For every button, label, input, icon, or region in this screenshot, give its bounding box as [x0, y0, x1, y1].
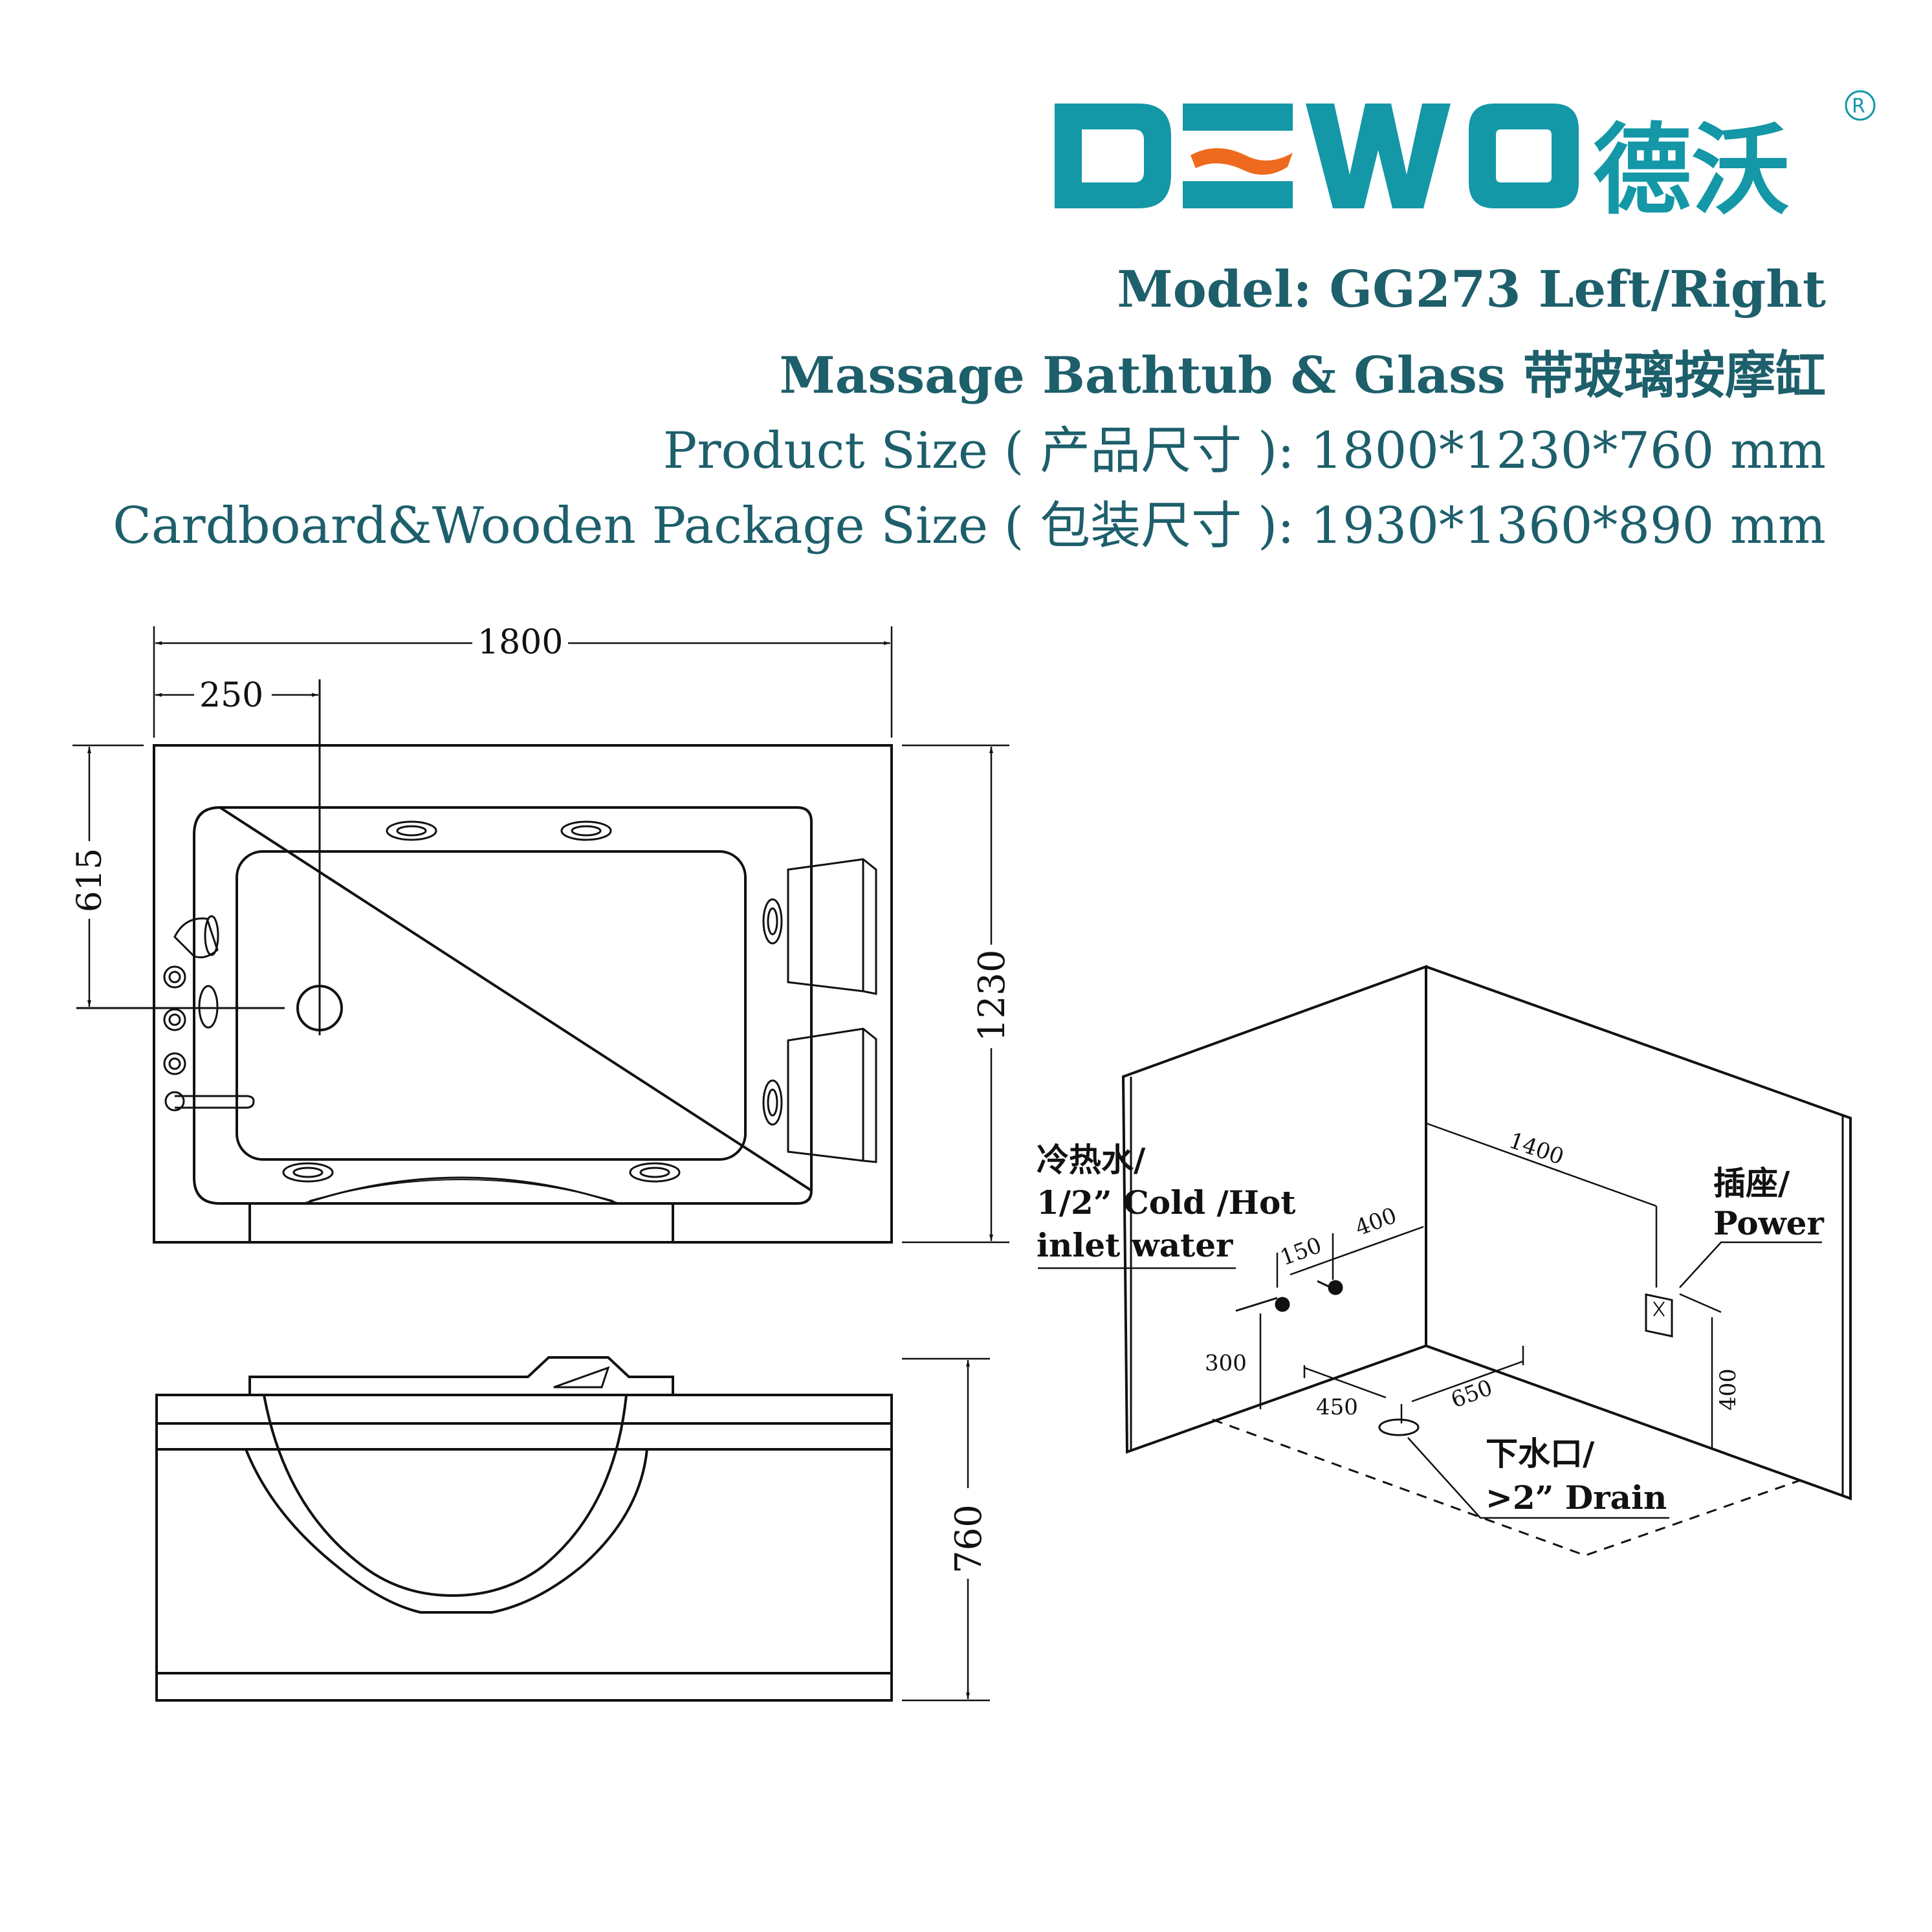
side-view-drawing [155, 1356, 990, 1702]
power-label-cn: 插座/ [1713, 1164, 1790, 1202]
tub-outer-outline [153, 744, 893, 1244]
side-cap-triangle [553, 1366, 610, 1389]
logo-letter-o [1469, 104, 1579, 208]
tub-rim [193, 806, 813, 1205]
logo-chinese-text: 德沃 [1593, 113, 1790, 228]
water-label-en: inlet water [1037, 1226, 1233, 1264]
dim-label-615: 615 [71, 848, 109, 912]
tub-front-apron [248, 1203, 674, 1242]
control-knobs [163, 965, 186, 1075]
power-label-en: Power [1713, 1204, 1824, 1242]
top-view-drawing [72, 626, 1009, 1244]
water-label-size: 1/2” Cold /Hot [1037, 1183, 1295, 1222]
drain-label-en: >2” Drain [1486, 1478, 1667, 1517]
label-650: 650 [1447, 1375, 1496, 1414]
handle-bar [175, 1095, 255, 1109]
dim-label-1230: 1230 [971, 949, 1013, 1042]
drain-leader [1407, 1437, 1669, 1519]
right-wall [1425, 965, 1852, 1500]
model-line: Model: GG273 Left/Right [1117, 260, 1826, 319]
power-leader [1679, 1241, 1822, 1288]
floor-drain [1378, 1418, 1420, 1436]
floor-outline [1212, 1418, 1801, 1557]
top-jets [386, 820, 612, 841]
drain-label-cn: 下水口/ [1486, 1434, 1595, 1473]
water-valves [1235, 1280, 1343, 1312]
label-450: 450 [1316, 1394, 1358, 1420]
label-400-top: 400 [1352, 1203, 1400, 1242]
dim-label-250: 250 [199, 676, 263, 715]
dim-label-760: 760 [948, 1504, 990, 1574]
bottom-jets [282, 1162, 681, 1183]
registered-mark: R [1852, 95, 1865, 118]
label-300: 300 [1205, 1350, 1247, 1376]
package-size-line: Cardboard&Wooden Package Size ( 包装尺寸 ): … [113, 497, 1826, 555]
side-top-cap [248, 1356, 674, 1395]
logo-letter-e [1183, 104, 1293, 208]
tub-inner-basin [236, 850, 747, 1161]
label-1400: 1400 [1506, 1128, 1567, 1170]
installation-labels: 1400 400 150 300 450 650 400 冷热水/ 1/2” C… [1037, 1128, 1824, 1517]
shower-head [173, 917, 219, 959]
product-size-line: Product Size ( 产品尺寸 ): 1800*1230*760 mm [663, 422, 1826, 480]
product-name-line: Massage Bathtub & Glass 带玻璃按摩缸 [779, 346, 1826, 405]
label-400-right: 400 [1715, 1368, 1741, 1411]
logo-letter-d [1055, 104, 1171, 208]
side-outer-outline [155, 1394, 893, 1702]
logo-letter-w [1306, 104, 1451, 208]
water-label-cn: 冷热水/ [1037, 1141, 1146, 1179]
side-glass-arc [263, 1394, 628, 1597]
dim-label-1800: 1800 [478, 623, 563, 662]
power-socket [1645, 1293, 1673, 1338]
brand-logo: 德沃 R [1055, 90, 1876, 228]
side-jet-left [198, 985, 219, 1029]
registered-mark-circle [1845, 90, 1876, 121]
installation-drawing [1038, 965, 1852, 1557]
